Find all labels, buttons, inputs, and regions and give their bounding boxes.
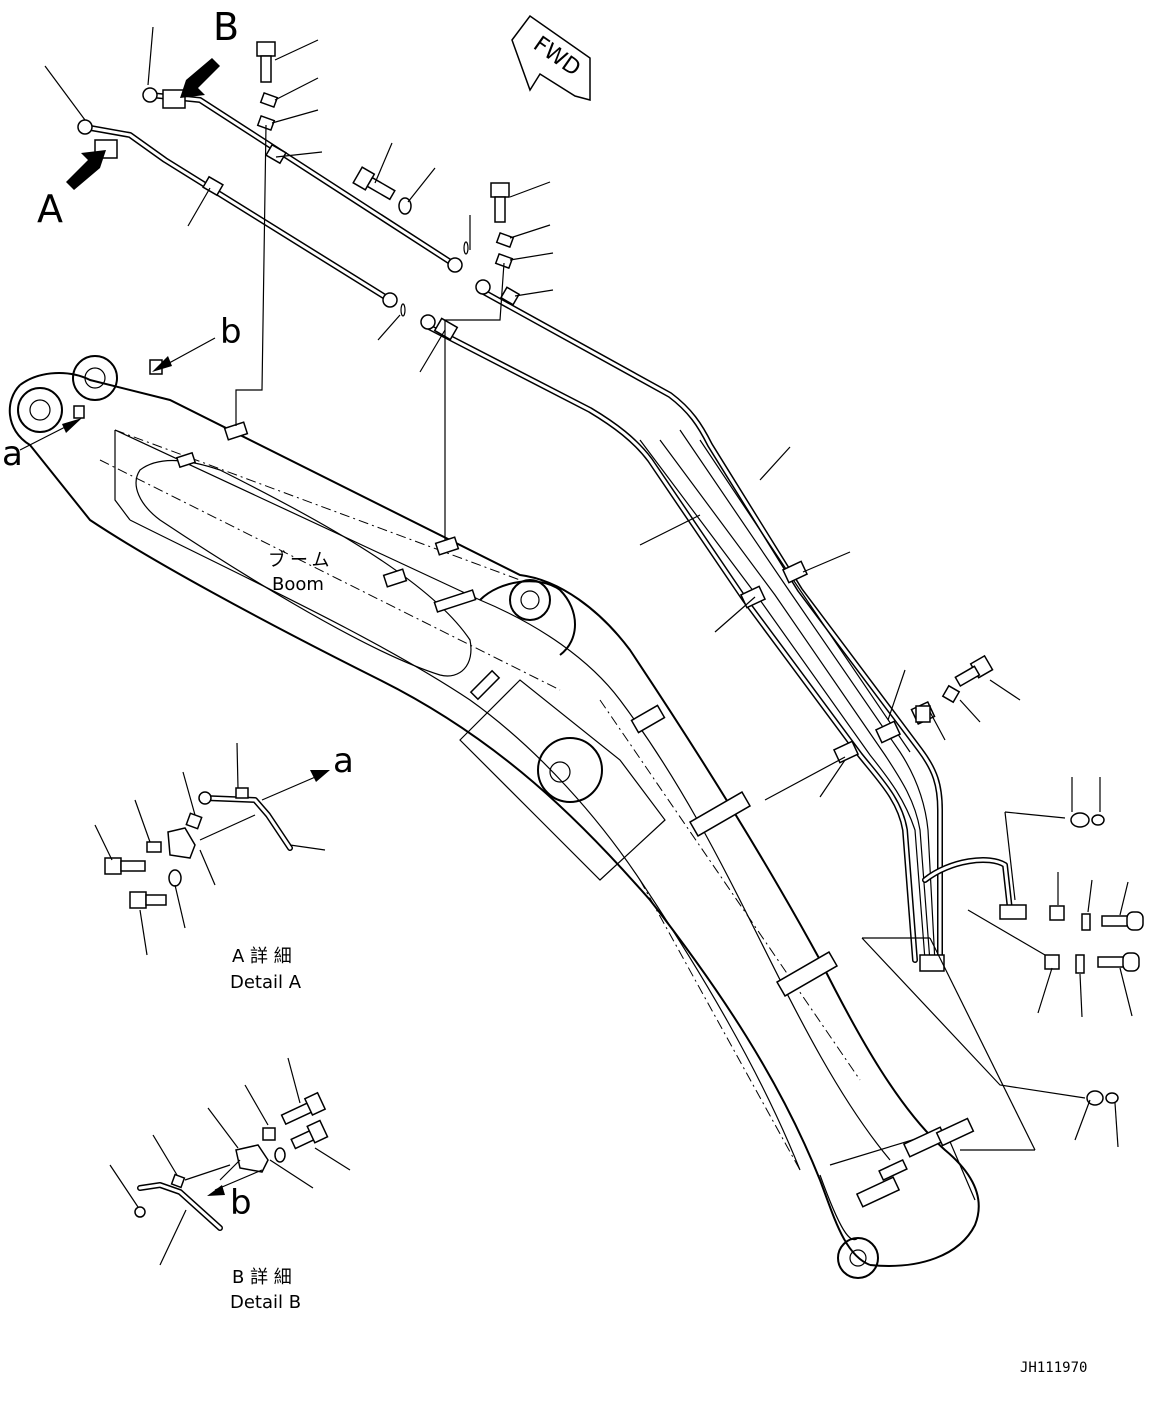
clamp-half xyxy=(1049,905,1065,921)
clamp-half xyxy=(494,252,514,270)
clamp-half xyxy=(915,705,931,723)
fwd-marker: FWD xyxy=(511,14,591,101)
clamp-half xyxy=(256,114,276,132)
drawing-id: JH111970 xyxy=(1020,1360,1087,1376)
bolt xyxy=(1097,952,1140,972)
washer xyxy=(274,1147,286,1163)
boom-label-jp: ブーム xyxy=(268,549,333,571)
bolt xyxy=(352,166,396,201)
bolt xyxy=(1101,911,1144,931)
bolt xyxy=(256,41,276,83)
clamp-half xyxy=(941,684,961,704)
view-arrow-b xyxy=(180,58,220,98)
solid-arrow-icon xyxy=(180,58,220,98)
fwd-arrow-block-icon xyxy=(511,14,591,101)
hydraulic-pipes xyxy=(77,87,1027,972)
bolt xyxy=(104,857,146,875)
detail-a: a A 詳 細 Detail A xyxy=(94,741,354,993)
clamp-half xyxy=(495,231,515,249)
connector xyxy=(1091,814,1105,826)
clamp-half xyxy=(1081,913,1091,931)
boom-structure xyxy=(8,355,980,1279)
leader-lines xyxy=(44,26,1133,1148)
view-label-b: B xyxy=(213,5,239,49)
detail-b-ref-b: b xyxy=(230,1183,252,1223)
bolt xyxy=(129,891,167,909)
detail-a-title-en: Detail A xyxy=(230,972,302,993)
bolt xyxy=(290,1119,329,1150)
bolt xyxy=(280,1091,327,1126)
clamp-half xyxy=(1075,954,1085,974)
boom-label-en: Boom xyxy=(272,574,324,595)
clamp-half xyxy=(259,91,279,109)
fasteners xyxy=(256,41,1144,1151)
ref-arrow-b xyxy=(152,337,216,372)
ref-label-b: b xyxy=(220,312,242,352)
detail-b-title-en: Detail B xyxy=(230,1292,301,1313)
bolt xyxy=(954,654,994,687)
detail-b: b B 詳 細 Detail B xyxy=(109,1057,351,1313)
boom-bracket xyxy=(73,359,975,1208)
o-ring xyxy=(463,241,469,255)
detail-a-ref-a: a xyxy=(333,741,354,781)
view-arrow-a xyxy=(66,150,106,190)
connector xyxy=(1086,1090,1104,1106)
detail-a-title-jp: A 詳 細 xyxy=(232,946,292,967)
o-ring xyxy=(400,303,406,317)
view-label-a: A xyxy=(37,187,63,231)
solid-arrow-icon xyxy=(66,150,106,190)
connector xyxy=(1105,1092,1119,1104)
detail-b-title-jp: B 詳 細 xyxy=(232,1267,292,1288)
ref-arrow-a xyxy=(19,418,82,451)
washer xyxy=(168,869,182,887)
clamp-half xyxy=(1044,954,1060,970)
connector xyxy=(1070,812,1090,828)
ref-label-a: a xyxy=(2,434,23,474)
bolt xyxy=(490,182,510,223)
